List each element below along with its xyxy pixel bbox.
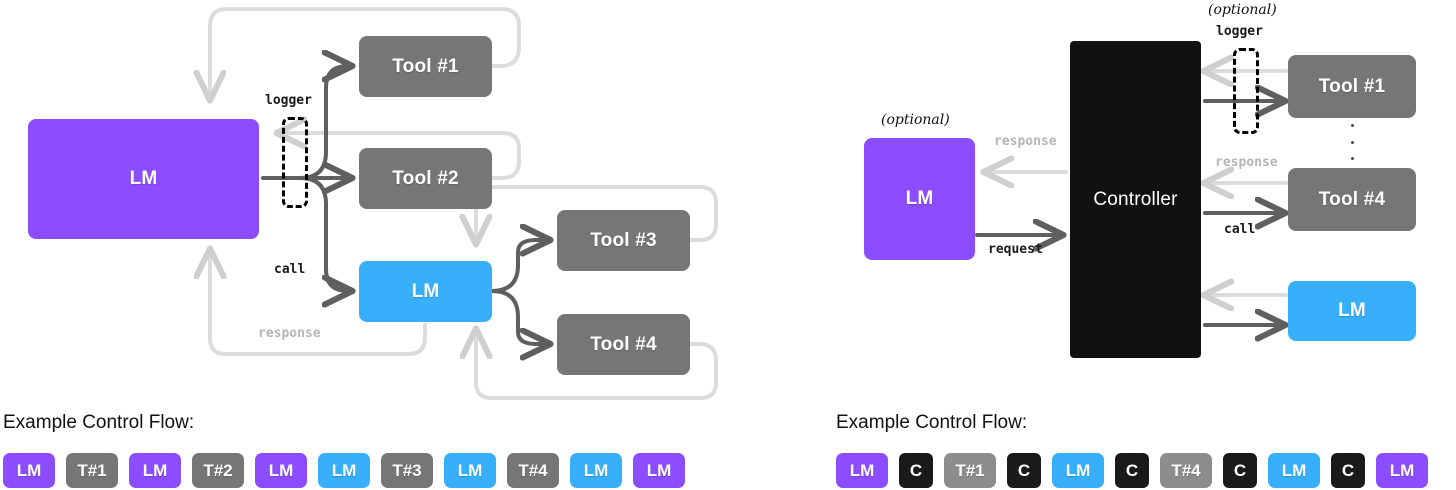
right-flow-step-label: T#1 (955, 460, 985, 480)
right-flow-step-10[interactable]: LM (1376, 453, 1428, 488)
left-flow-title: Example Control Flow: (3, 412, 195, 433)
left-flow-step-4[interactable]: LM (255, 453, 307, 488)
right-flow-step-8[interactable]: LM (1268, 453, 1320, 488)
left-flow-step-label: T#2 (203, 460, 233, 480)
right-tool1-label: Tool #1 (1318, 75, 1386, 97)
left-flow-badges: LM T#1 LM T#2 LM LM T#3 LM T#4 LM LM (3, 453, 696, 488)
right-flow-step-label: LM (849, 460, 875, 480)
left-flow-step-2[interactable]: LM (129, 453, 181, 488)
right-flow-step-label: C (1125, 460, 1139, 480)
left-flow-step-label: LM (583, 460, 609, 480)
left-tool2-label: Tool #2 (392, 167, 459, 189)
right-controller-label: Controller (1093, 188, 1178, 210)
right-logger-optional-label: (optional) (1208, 2, 1277, 18)
left-tool4-node[interactable]: Tool #4 (557, 314, 690, 375)
left-flow-step-10[interactable]: LM (633, 453, 685, 488)
right-tools-ellipsis-icon (1350, 124, 1354, 160)
left-flow-step-1[interactable]: T#1 (66, 453, 118, 488)
left-flow-step-label: LM (142, 460, 168, 480)
left-flow-step-0[interactable]: LM (3, 453, 55, 488)
right-tool4-node[interactable]: Tool #4 (1288, 168, 1416, 231)
left-lm-primary-label: LM (129, 168, 158, 189)
right-controller-node[interactable]: Controller (1070, 41, 1201, 358)
right-flow-badges: LM C T#1 C LM C T#4 C LM C LM (836, 453, 1439, 488)
left-response-label: response (258, 326, 321, 341)
left-tool1-node[interactable]: Tool #1 (359, 36, 492, 97)
right-response-left-label: response (994, 134, 1057, 149)
right-flow-step-label: LM (1389, 460, 1415, 480)
right-flow-step-label: LM (1281, 460, 1307, 480)
left-lm-secondary-label: LM (411, 280, 440, 302)
right-flow-step-label: C (1233, 460, 1247, 480)
left-tool3-label: Tool #3 (590, 229, 657, 251)
left-tool4-label: Tool #4 (590, 333, 657, 355)
left-call-label: call (274, 262, 306, 277)
left-flow-step-label: LM (268, 460, 294, 480)
left-logger-box (282, 117, 308, 208)
left-flow-step-label: LM (646, 460, 672, 480)
right-flow-step-7[interactable]: C (1223, 453, 1257, 488)
left-flow-step-9[interactable]: LM (570, 453, 622, 488)
right-flow-step-4[interactable]: LM (1052, 453, 1104, 488)
right-logger-label: logger (1216, 24, 1263, 39)
right-flow-step-label: C (1341, 460, 1355, 480)
left-flow-step-6[interactable]: T#3 (381, 453, 433, 488)
right-flow-step-9[interactable]: C (1331, 453, 1365, 488)
right-flow-step-2[interactable]: T#1 (944, 453, 996, 488)
right-flow-step-3[interactable]: C (1007, 453, 1041, 488)
left-flow-step-8[interactable]: T#4 (507, 453, 559, 488)
left-flow-step-label: LM (16, 460, 42, 480)
right-lm-tool-node[interactable]: LM (1288, 281, 1416, 341)
right-lm-optional-label: (optional) (881, 112, 950, 128)
right-flow-step-0[interactable]: LM (836, 453, 888, 488)
left-logger-label: logger (265, 93, 312, 108)
left-flow-step-label: T#3 (392, 460, 422, 480)
left-flow-step-3[interactable]: T#2 (192, 453, 244, 488)
right-logger-box (1233, 48, 1259, 134)
edge-blue-lm-fork (490, 240, 549, 344)
left-flow-step-7[interactable]: LM (444, 453, 496, 488)
right-request-label: request (988, 242, 1043, 257)
right-response-right-label: response (1215, 155, 1278, 170)
right-flow-step-5[interactable]: C (1115, 453, 1149, 488)
right-tool4-label: Tool #4 (1318, 188, 1386, 210)
left-flow-step-label: T#4 (518, 460, 548, 480)
right-flow-step-label: T#4 (1171, 460, 1201, 480)
right-lm-client-label: LM (905, 188, 934, 209)
left-flow-step-label: LM (331, 460, 357, 480)
left-tool2-node[interactable]: Tool #2 (359, 148, 492, 209)
left-flow-step-label: T#1 (77, 460, 107, 480)
left-lm-secondary-node[interactable]: LM (359, 261, 492, 322)
right-flow-title: Example Control Flow: (836, 412, 1028, 433)
left-flow-step-label: LM (457, 460, 483, 480)
right-lm-client-node[interactable]: LM (864, 138, 975, 260)
left-tool3-node[interactable]: Tool #3 (557, 210, 690, 271)
left-lm-primary-node[interactable]: LM (28, 119, 259, 239)
left-tool1-label: Tool #1 (392, 55, 459, 77)
right-lm-tool-label: LM (1338, 300, 1366, 321)
right-flow-step-label: C (909, 460, 923, 480)
right-flow-step-label: LM (1065, 460, 1091, 480)
left-flow-step-5[interactable]: LM (318, 453, 370, 488)
right-call-label: call (1224, 222, 1256, 237)
right-tool1-node[interactable]: Tool #1 (1288, 55, 1416, 118)
right-flow-step-1[interactable]: C (899, 453, 933, 488)
right-flow-step-label: C (1017, 460, 1031, 480)
right-flow-step-6[interactable]: T#4 (1160, 453, 1212, 488)
